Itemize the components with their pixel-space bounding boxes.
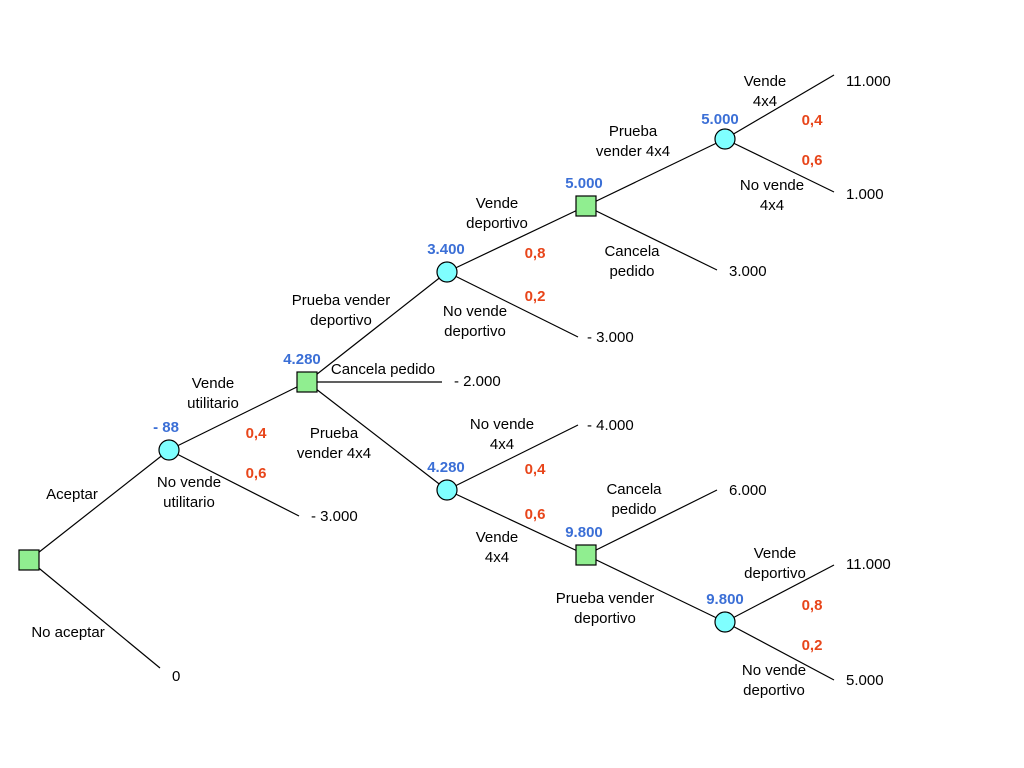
probability-label: 0,8 — [802, 597, 823, 614]
branch-label: Cancela — [606, 481, 662, 498]
branch-label: 4x4 — [753, 93, 777, 110]
tree-branches — [28, 74, 835, 681]
expected-value: 3.400 — [427, 241, 465, 258]
payoff-value: - 3.000 — [311, 508, 358, 525]
probability-label: 0,2 — [525, 288, 546, 305]
payoff-value: 1.000 — [846, 186, 884, 203]
tree-labels: - 88 4.280 3.400 5.000 5.000 4.280 9.800 9.800 A… — [31, 73, 890, 699]
payoff-value: 11.000 — [846, 556, 891, 573]
branch-label: Prueba vender — [556, 590, 654, 607]
branch-label: Prueba — [609, 123, 658, 140]
branch-label: deportivo — [310, 312, 372, 329]
branch-label: 4x4 — [760, 197, 784, 214]
branch-label: Aceptar — [46, 486, 98, 503]
branch-label: deportivo — [444, 323, 506, 340]
branch-label: pedido — [611, 501, 656, 518]
probability-label: 0,6 — [246, 465, 267, 482]
branch-label: deportivo — [466, 215, 528, 232]
branch-line — [585, 489, 718, 556]
branch-label: No vende — [443, 303, 507, 320]
decision-node — [296, 371, 318, 393]
probability-label: 0,2 — [802, 637, 823, 654]
branch-label: pedido — [609, 263, 654, 280]
branch-label: No vende — [742, 662, 806, 679]
branch-line — [306, 271, 448, 383]
payoff-value: 3.000 — [729, 263, 767, 280]
payoff-value: 6.000 — [729, 482, 767, 499]
branch-label: Vende — [754, 545, 797, 562]
probability-label: 0,4 — [802, 112, 824, 129]
branch-label: 4x4 — [490, 436, 514, 453]
chance-node — [714, 611, 736, 633]
expected-value: 5.000 — [701, 111, 739, 128]
branch-line — [585, 554, 726, 623]
payoff-value: 0 — [172, 668, 180, 685]
branch-label: deportivo — [743, 682, 805, 699]
payoff-value: - 4.000 — [587, 417, 634, 434]
branch-label: Vende — [476, 195, 519, 212]
branch-label: No aceptar — [31, 624, 104, 641]
branch-label: vender 4x4 — [297, 445, 371, 462]
probability-label: 0,6 — [525, 506, 546, 523]
branch-label: No vende — [157, 474, 221, 491]
decision-node — [575, 544, 597, 566]
branch-label: deportivo — [744, 565, 806, 582]
probability-label: 0,4 — [246, 425, 268, 442]
expected-value: 4.280 — [427, 459, 465, 476]
branch-label: 4x4 — [485, 549, 509, 566]
branch-label: deportivo — [574, 610, 636, 627]
expected-value: 9.800 — [565, 524, 603, 541]
payoff-value: 5.000 — [846, 672, 884, 689]
branch-label: Vende — [192, 375, 235, 392]
tree-nodes — [18, 128, 736, 633]
probability-label: 0,6 — [802, 152, 823, 169]
branch-label: No vende — [740, 177, 804, 194]
expected-value: 9.800 — [706, 591, 744, 608]
payoff-value: - 3.000 — [587, 329, 634, 346]
branch-label: vender 4x4 — [596, 143, 670, 160]
branch-label: Prueba vender — [292, 292, 390, 309]
branch-line — [446, 205, 587, 273]
decision-node — [575, 195, 597, 217]
expected-value: 5.000 — [565, 175, 603, 192]
branch-line — [306, 381, 448, 491]
branch-line — [446, 489, 587, 556]
branch-label: utilitario — [187, 395, 239, 412]
chance-node — [436, 261, 458, 283]
branch-label: utilitario — [163, 494, 215, 511]
branch-line — [28, 559, 161, 669]
branch-line — [168, 381, 308, 451]
branch-label: Cancela pedido — [331, 361, 435, 378]
branch-line — [585, 138, 726, 207]
payoff-value: 11.000 — [846, 73, 891, 90]
branch-line — [28, 449, 170, 561]
branch-line — [585, 205, 718, 271]
probability-label: 0,4 — [525, 461, 547, 478]
chance-node — [158, 439, 180, 461]
probability-label: 0,8 — [525, 245, 546, 262]
branch-line — [168, 449, 300, 517]
branch-label: Vende — [744, 73, 787, 90]
branch-line — [724, 621, 835, 681]
decision-node — [18, 549, 40, 571]
expected-value: 4.280 — [283, 351, 321, 368]
chance-node — [714, 128, 736, 150]
branch-line — [446, 271, 579, 338]
expected-value: - 88 — [153, 419, 179, 436]
chance-node — [436, 479, 458, 501]
branch-label: No vende — [470, 416, 534, 433]
branch-line — [446, 424, 579, 491]
branch-line — [724, 138, 835, 193]
branch-line — [724, 564, 835, 623]
branch-label: Vende — [476, 529, 519, 546]
branch-label: Prueba — [310, 425, 359, 442]
branch-line — [724, 74, 835, 140]
branch-label: Cancela — [604, 243, 660, 260]
payoff-value: - 2.000 — [454, 373, 501, 390]
